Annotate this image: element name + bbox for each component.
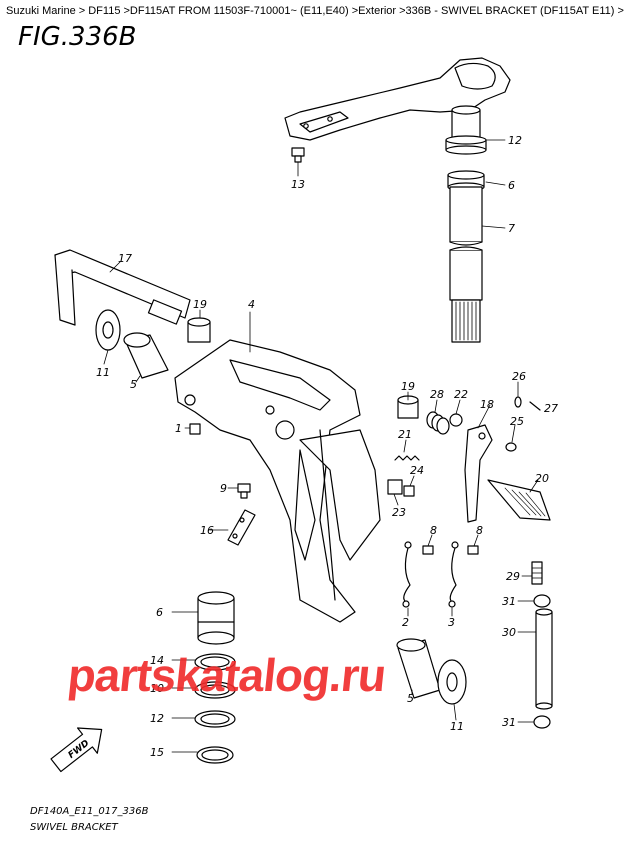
watermark: partskatalog.ru bbox=[65, 649, 389, 701]
nut-25 bbox=[505, 442, 517, 452]
callout: 5 bbox=[407, 692, 414, 705]
plate-23 bbox=[387, 479, 403, 495]
hose-30 bbox=[535, 608, 553, 710]
callout: 21 bbox=[398, 428, 412, 441]
callout: 3 bbox=[448, 616, 455, 629]
callout: 31 bbox=[502, 716, 516, 729]
callout: 11 bbox=[450, 720, 464, 733]
diagram-code: DF140A_E11_017_336B bbox=[30, 806, 149, 817]
diagram-name: SWIVEL BRACKET bbox=[30, 822, 118, 833]
spring-21 bbox=[394, 455, 420, 461]
callout: 7 bbox=[508, 222, 515, 235]
callout: 11 bbox=[96, 366, 110, 379]
callout: 5 bbox=[130, 378, 137, 391]
callout: 18 bbox=[480, 398, 494, 411]
pin-26 bbox=[514, 396, 522, 408]
bolt-8-b bbox=[467, 545, 479, 555]
callout: 9 bbox=[220, 482, 227, 495]
washer-11-right bbox=[437, 659, 467, 705]
washer-11-left bbox=[95, 309, 121, 351]
callout: 25 bbox=[510, 415, 524, 428]
clamp-31-bottom bbox=[533, 715, 551, 729]
ring-12 bbox=[194, 710, 236, 728]
breadcrumb: Suzuki Marine > DF115 >DF115AT FROM 1150… bbox=[6, 5, 624, 17]
callout: 2 bbox=[402, 616, 409, 629]
callout: 12 bbox=[150, 712, 164, 725]
bolt-9 bbox=[237, 483, 251, 499]
bushing-5-right bbox=[396, 638, 441, 699]
lead-wire-3 bbox=[448, 541, 459, 608]
callout: 28 bbox=[430, 388, 444, 401]
callout: 13 bbox=[291, 178, 305, 191]
fwd-arrow-icon bbox=[50, 727, 103, 773]
callout: 17 bbox=[118, 252, 132, 265]
lead-wire-2 bbox=[402, 541, 412, 608]
callout: 24 bbox=[410, 464, 424, 477]
steering-shaft bbox=[445, 105, 487, 343]
callout: 31 bbox=[502, 595, 516, 608]
callout: 8 bbox=[476, 524, 483, 537]
callout: 12 bbox=[508, 134, 522, 147]
callout: 26 bbox=[512, 370, 526, 383]
lever-18 bbox=[464, 424, 493, 523]
leader-lines bbox=[103, 139, 539, 753]
callout: 14 bbox=[150, 654, 164, 667]
callout: 30 bbox=[502, 626, 516, 639]
parts-diagram: 12 6 7 13 17 19 4 11 5 1 9 16 19 28 22 2… bbox=[50, 57, 558, 773]
callout: 8 bbox=[430, 524, 437, 537]
bushing-19 bbox=[187, 317, 211, 343]
bolt-8-a bbox=[422, 545, 434, 555]
callout: 1 bbox=[175, 422, 182, 435]
figure-title: FIG.336B bbox=[18, 22, 137, 52]
hose-29 bbox=[531, 561, 543, 585]
tilt-rod bbox=[54, 249, 191, 326]
swivel-bracket-body bbox=[174, 339, 381, 623]
clip-22 bbox=[449, 413, 463, 427]
callout: 15 bbox=[150, 746, 164, 759]
lever-20 bbox=[487, 479, 551, 521]
spring-28 bbox=[426, 411, 450, 435]
callout: 23 bbox=[392, 506, 406, 519]
ring-14 bbox=[194, 653, 236, 671]
callout: 6 bbox=[156, 606, 163, 619]
callout: 22 bbox=[454, 388, 468, 401]
callout: 20 bbox=[535, 472, 549, 485]
bushing-5-left bbox=[123, 332, 169, 379]
callout: 10 bbox=[150, 682, 164, 695]
callout: 4 bbox=[248, 298, 255, 311]
ring-10 bbox=[194, 681, 236, 699]
plate-16 bbox=[227, 509, 256, 546]
pin-27 bbox=[529, 401, 541, 411]
bolt-1 bbox=[189, 423, 201, 435]
callout: 19 bbox=[193, 298, 207, 311]
callout: 19 bbox=[401, 380, 415, 393]
callout: 6 bbox=[508, 179, 515, 192]
bushing-6-lower bbox=[197, 591, 235, 645]
clamp-31-top bbox=[533, 594, 551, 608]
callout: 16 bbox=[200, 524, 214, 537]
steering-bracket-arm bbox=[284, 57, 511, 141]
callout: 29 bbox=[506, 570, 520, 583]
bolt-24 bbox=[403, 485, 415, 497]
ring-15 bbox=[196, 746, 234, 764]
bolt-13 bbox=[291, 147, 305, 163]
callout: 27 bbox=[544, 402, 558, 415]
